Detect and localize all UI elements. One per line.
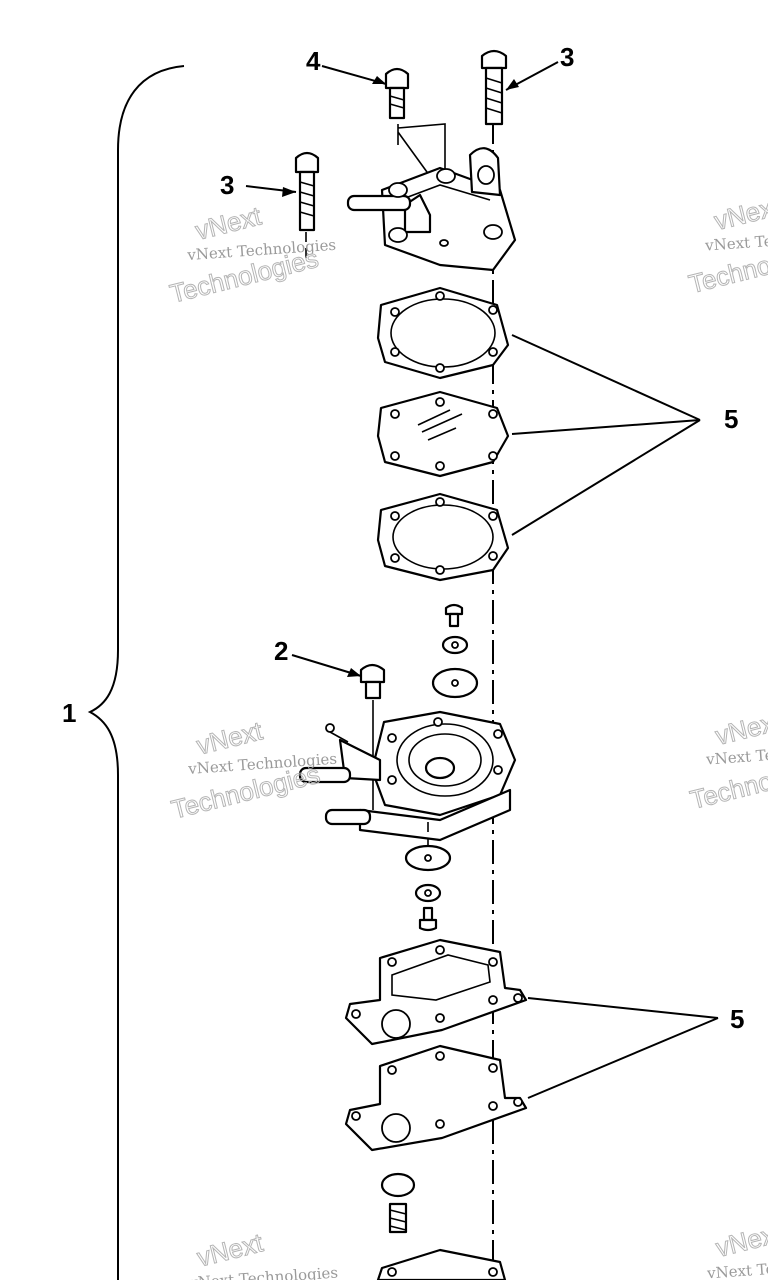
screw-4	[384, 67, 410, 120]
svg-text:vNext: vNext	[711, 191, 768, 236]
bottom-cover	[376, 1248, 507, 1280]
watermark-2: vNext vNext Technologies Technologies	[168, 715, 338, 825]
diaphragm	[376, 390, 510, 478]
callout-5-lower: 5	[730, 1004, 744, 1034]
gasket-lower-1	[344, 938, 528, 1046]
pump-top-cover	[346, 147, 517, 272]
leader-5-a	[511, 334, 701, 421]
callout-1: 1	[62, 698, 76, 728]
watermark-6: vNext vNext Technologies	[706, 1217, 768, 1280]
callout-2: 2	[274, 636, 288, 666]
leader-5-d	[527, 997, 719, 1019]
svg-text:vNext: vNext	[712, 706, 768, 751]
gasket-lower-2	[344, 1044, 528, 1152]
screw-2	[359, 663, 386, 810]
callout-3-left: 3	[220, 170, 234, 200]
callout-5-upper: 5	[724, 404, 738, 434]
watermark-4: vNext vNext Technologies Technologies	[685, 190, 768, 299]
spring	[388, 1202, 408, 1234]
watermark-5: vNext vNext Technologies Technologies	[687, 705, 768, 815]
gasket-upper-1	[376, 286, 510, 380]
gasket-upper-2	[376, 492, 510, 582]
watermark-3: vNext vNext Technologies	[188, 1227, 339, 1280]
leader-5-e	[527, 1017, 719, 1099]
svg-text:vNext: vNext	[192, 200, 264, 245]
screw-left	[294, 151, 320, 232]
leader-5-b	[511, 419, 701, 435]
callout-3-top: 3	[560, 42, 574, 72]
valve-screw-upper	[444, 603, 464, 628]
filter-cap	[380, 1172, 416, 1198]
callout-4: 4	[306, 46, 321, 76]
pump-body	[298, 710, 517, 842]
svg-text:vNext: vNext	[713, 1218, 768, 1263]
svg-text:vNext: vNext	[194, 1227, 266, 1272]
screw-top-right	[480, 49, 508, 126]
valve-screw-lower	[418, 906, 438, 932]
svg-text:vNext: vNext	[194, 715, 266, 760]
leader-5-c	[511, 419, 701, 536]
assembly-brace	[87, 65, 185, 1280]
